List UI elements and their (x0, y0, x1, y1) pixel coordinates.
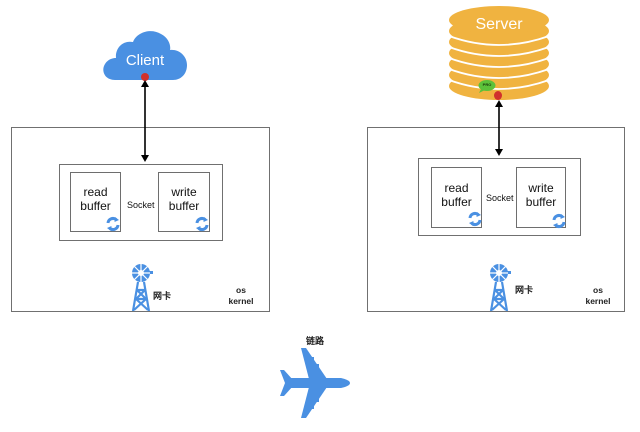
refresh-icon (551, 213, 567, 229)
server-nic-label: 网卡 (515, 285, 534, 295)
refresh-icon (105, 216, 121, 232)
link-label: 链路 (306, 336, 325, 346)
client-cloud: Client (101, 28, 189, 82)
write-buffer-label-line1: write (528, 180, 554, 195)
server-label: Server (475, 16, 523, 33)
database-server-icon (448, 6, 550, 100)
client-kernel-label: os kernel (226, 285, 256, 307)
network-card-tower-icon (487, 262, 511, 312)
kernel-label-line2: kernel (585, 296, 611, 306)
read-buffer-label-line2: buffer (441, 194, 472, 209)
kernel-label-line1: os (593, 285, 603, 295)
server-socket-arrow (495, 100, 503, 156)
client-socket-label: Socket (127, 200, 155, 210)
client-nic-label: 网卡 (153, 291, 172, 301)
pro-badge: PRO (478, 80, 496, 93)
write-buffer-label-line2: buffer (168, 199, 200, 213)
network-card-tower-icon (129, 262, 153, 312)
client-connector-dot (141, 73, 149, 81)
write-buffer-label-line2: buffer (525, 194, 557, 209)
server-connector-dot (494, 91, 502, 100)
airplane-icon (279, 348, 351, 420)
speech-bubble-icon (478, 80, 496, 93)
pro-badge-text: PRO (482, 82, 492, 87)
server-database: Server PRO (447, 2, 551, 102)
read-buffer-label-line2: buffer (80, 199, 111, 213)
kernel-label-line2: kernel (228, 296, 254, 306)
refresh-icon (194, 216, 210, 232)
server-kernel-label: os kernel (583, 285, 613, 307)
server-socket-label: Socket (486, 193, 514, 203)
cloud-icon (103, 31, 187, 80)
kernel-label-line1: os (236, 285, 246, 295)
read-buffer-label-line1: read (83, 185, 108, 199)
refresh-icon (467, 211, 483, 227)
client-label: Client (125, 52, 165, 69)
write-buffer-label-line1: write (171, 185, 197, 199)
read-buffer-label-line1: read (444, 180, 469, 195)
client-socket-arrow (141, 80, 149, 162)
